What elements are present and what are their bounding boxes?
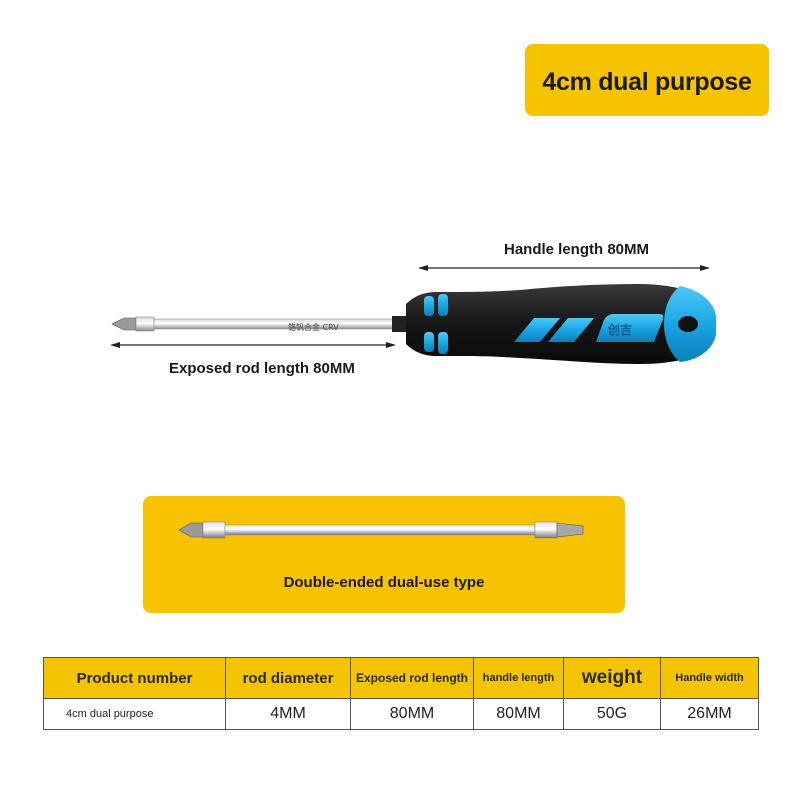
- table-row: 4cm dual purpose 4MM 80MM 80MM 50G 26MM: [43, 698, 759, 730]
- cell-handle-length: 80MM: [473, 698, 564, 730]
- handle-length-label: Handle length 80MM: [504, 241, 650, 258]
- rod-dimension-arrow: [110, 342, 396, 348]
- title-banner: 4cm dual purpose: [525, 44, 769, 116]
- header-handle-length: handle length: [473, 657, 564, 699]
- handle-dimension-arrow: [418, 265, 710, 271]
- double-ended-bit-panel: Double-ended dual-use type: [143, 496, 625, 613]
- spec-table: Product number rod diameter Exposed rod …: [43, 657, 759, 730]
- shaft-marking: 铬钒合金 CRV: [288, 322, 339, 332]
- screwdriver-shaft: [111, 316, 406, 332]
- exposed-rod-length-label: Exposed rod length 80MM: [169, 360, 355, 377]
- double-ended-bit-icon: [178, 521, 584, 539]
- header-product-number: Product number: [43, 657, 226, 699]
- cell-product-number: 4cm dual purpose: [43, 698, 226, 730]
- header-handle-width: Handle width: [660, 657, 759, 699]
- header-exposed-rod-length: Exposed rod length: [350, 657, 474, 699]
- header-weight: weight: [563, 657, 661, 699]
- cell-handle-width: 26MM: [660, 698, 759, 730]
- screwdriver-handle: [406, 284, 716, 364]
- cell-weight: 50G: [563, 698, 661, 730]
- handle-brand-marking: 创吉: [607, 322, 632, 337]
- banner-title: 4cm dual purpose: [542, 67, 752, 96]
- cell-rod-diameter: 4MM: [225, 698, 351, 730]
- bit-caption: Double-ended dual-use type: [283, 574, 485, 591]
- spec-table-header-row: Product number rod diameter Exposed rod …: [43, 657, 759, 699]
- header-rod-diameter: rod diameter: [225, 657, 351, 699]
- screwdriver-illustration: 铬钒合金 CRV 创吉: [110, 265, 716, 364]
- cell-exposed-rod-length: 80MM: [350, 698, 474, 730]
